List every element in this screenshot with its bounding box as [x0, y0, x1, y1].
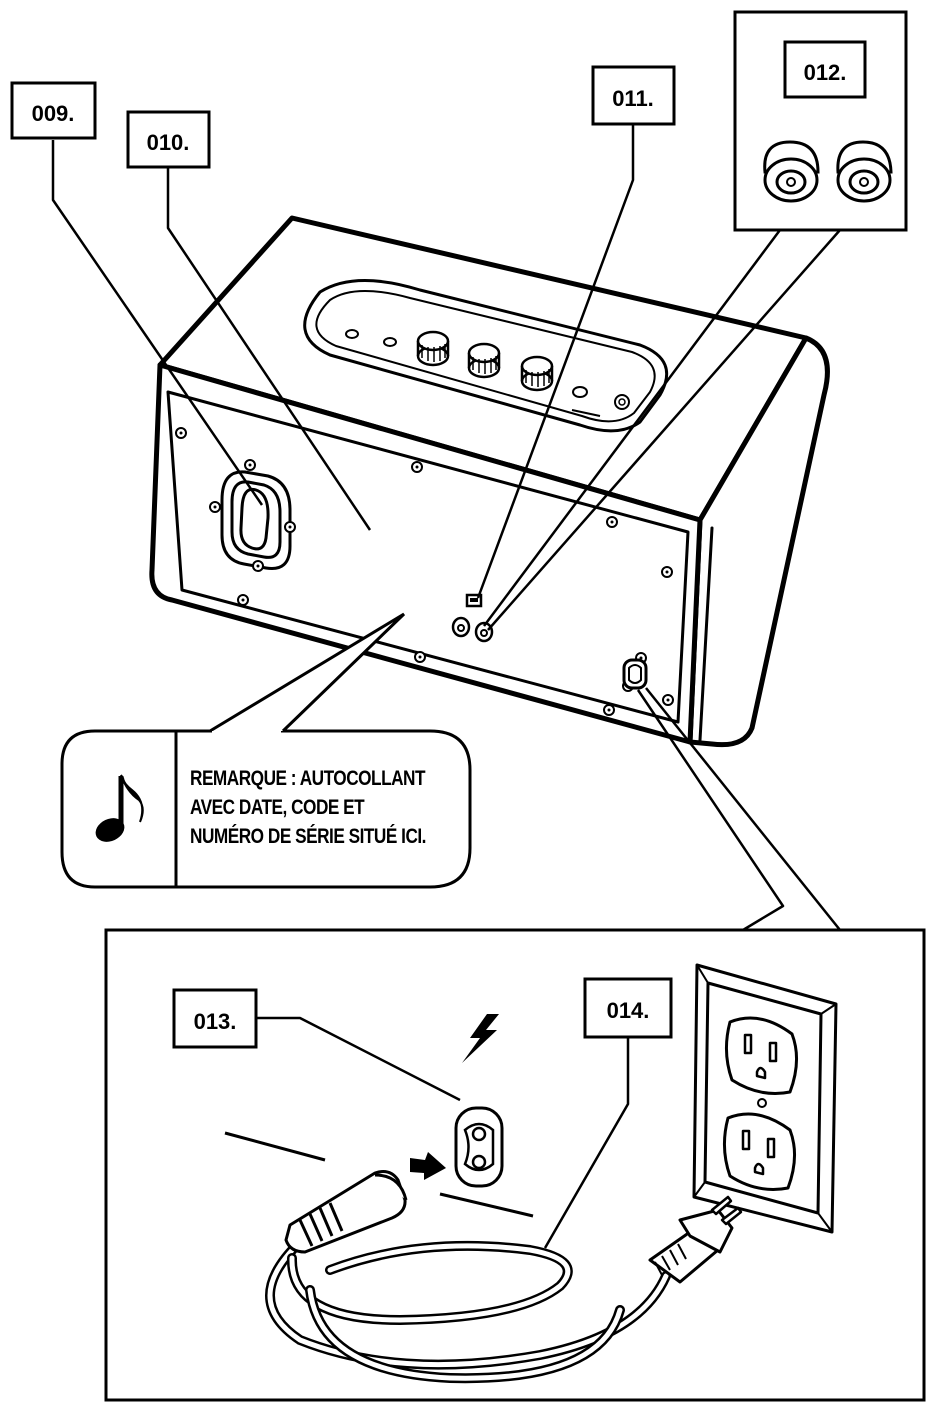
- music-note-icon: [95, 774, 144, 842]
- rca-jack-icon: [763, 140, 820, 203]
- rear-connectors: [451, 593, 494, 643]
- serial-sticker-note: REMARQUE : AUTOCOLLANT AVEC DATE, CODE E…: [190, 764, 428, 851]
- callout-013: 013.: [172, 988, 258, 1049]
- note-box: [60, 612, 472, 889]
- power-leader-lines: [256, 1016, 630, 1249]
- note-line-3: NUMÉRO DE SÉRIE SITUÉ ICI.: [190, 825, 426, 848]
- rca-jack-icon: [836, 140, 893, 203]
- callout-011-label: 011.: [612, 86, 654, 111]
- callout-014: 014.: [583, 977, 673, 1039]
- callout-014-label: 014.: [607, 998, 650, 1023]
- us-plug: [648, 1195, 743, 1284]
- callout-009-label: 009.: [32, 101, 75, 126]
- callout-011: 011.: [591, 65, 676, 126]
- note-line-2: AVEC DATE, CODE ET: [190, 796, 365, 819]
- lightning-bolt-icon: [462, 1014, 499, 1063]
- callout-013-label: 013.: [194, 1009, 237, 1034]
- rear-power-inlet: [622, 658, 648, 690]
- control-panel: [345, 329, 630, 417]
- callout-010: 010.: [126, 110, 211, 169]
- knob-1: [416, 330, 450, 367]
- knob-3: [520, 355, 554, 392]
- arrow-icon: [410, 1152, 446, 1180]
- knob-2: [467, 342, 501, 379]
- callout-010-label: 010.: [147, 130, 190, 155]
- leader-lines: [51, 124, 841, 932]
- callout-009: 009.: [10, 81, 97, 140]
- note-line-1: REMARQUE : AUTOCOLLANT: [190, 767, 426, 790]
- power-cord: [265, 1237, 671, 1384]
- figure-eight-plug: [284, 1170, 408, 1254]
- figure-eight-inlet: [454, 1106, 504, 1188]
- motion-lines: [224, 1131, 534, 1218]
- wall-outlet: [692, 963, 838, 1234]
- bass-port: [220, 470, 292, 571]
- callout-012: 012.: [733, 10, 908, 232]
- callout-012-label: 012.: [804, 60, 847, 85]
